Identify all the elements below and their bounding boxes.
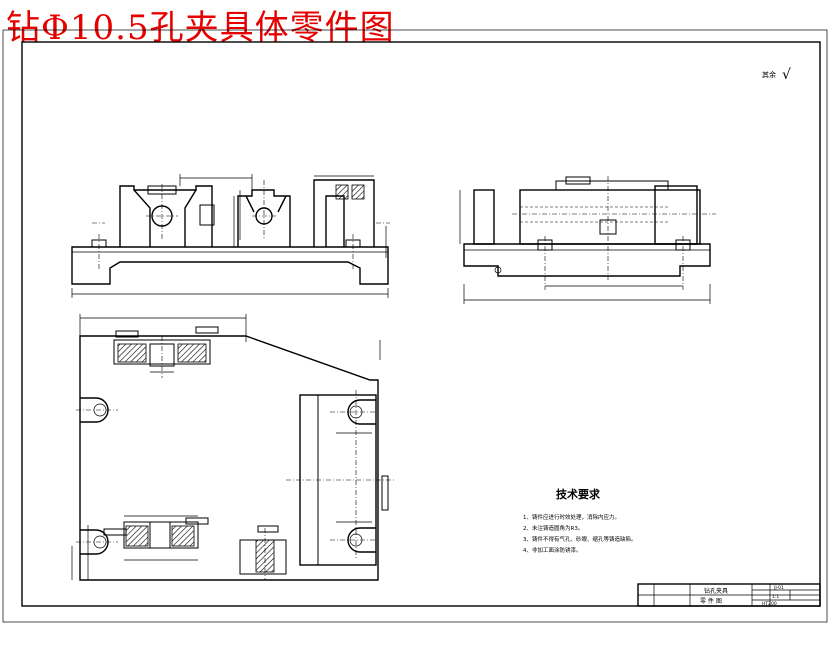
top-view (71, 314, 394, 581)
inner-border (21, 41, 821, 607)
scale: 1:1 (772, 594, 779, 600)
tech-item: 3、铸件不得有气孔、砂眼、缩孔等铸造缺陷。 (523, 535, 637, 543)
tech-item: 1、铸件应进行时效处理，消除内应力。 (523, 513, 620, 521)
tech-heading: 技术要求 (556, 487, 601, 501)
drawing-type: 零 件 图 (700, 597, 722, 605)
surface-mark: √ (782, 67, 791, 83)
material: HT200 (762, 601, 777, 607)
surface-note: 其余 (762, 70, 776, 79)
tech-requirements: 技术要求 1、铸件应进行时效处理，消除内应力。 2、未注铸造圆角为R3。 3、铸… (523, 487, 637, 554)
title-block: 钻孔夹具 零 件 图 JJ-01 1:1 HT200 (637, 583, 821, 607)
side-view (459, 176, 716, 304)
tech-item: 2、未注铸造圆角为R3。 (523, 524, 583, 532)
tech-item: 4、非加工面涂防锈漆。 (523, 546, 582, 554)
drawing-number: JJ-01 (773, 585, 784, 591)
outer-border (2, 29, 828, 623)
part-name: 钻孔夹具 (704, 587, 728, 595)
front-view (71, 174, 390, 298)
